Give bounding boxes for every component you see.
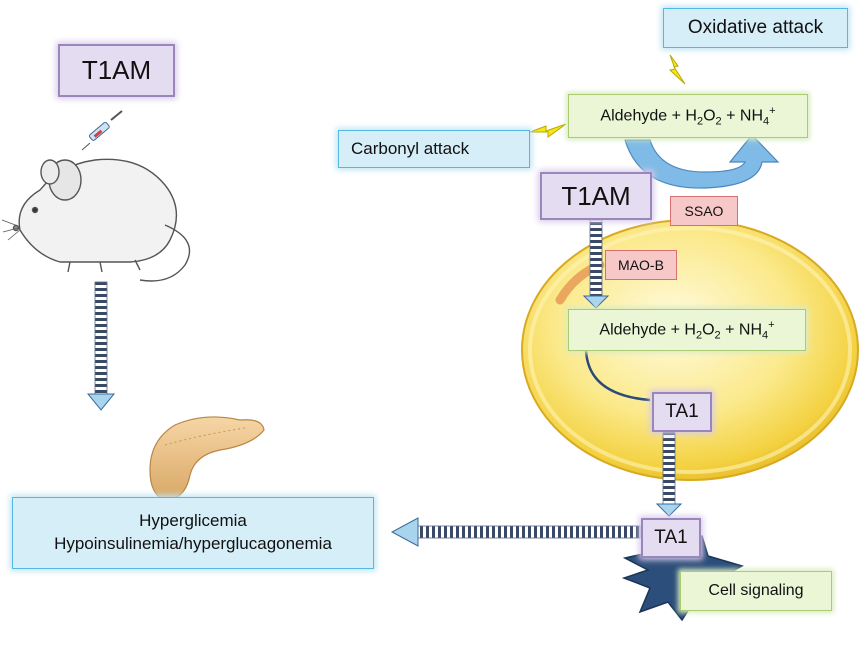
cell-signaling-box: Cell signaling xyxy=(680,571,832,611)
reaction-inner-nh-sup: + xyxy=(768,318,775,331)
ta1-outer-label: TA1 xyxy=(654,527,688,548)
reaction-top-plus1: + xyxy=(671,107,681,125)
reaction-inner-h: H xyxy=(684,321,696,339)
arrow-t1am-to-aldehyde xyxy=(582,219,610,309)
outcome-line2: Hypoinsulinemia/hyperglucagonemia xyxy=(54,534,332,553)
reaction-inner-plus2: + xyxy=(725,321,735,339)
reaction-top-aldehyde: Aldehyde xyxy=(600,107,668,125)
ta1-inner-label: TA1 xyxy=(665,401,699,422)
carbonyl-attack-box: Carbonyl attack xyxy=(338,130,530,168)
ta1-outer-box: TA1 xyxy=(641,518,701,558)
reaction-inner-text: Aldehyde + H2O2 + NH4+ xyxy=(599,319,774,342)
outcome-box: Hyperglicemia Hypoinsulinemia/hypergluca… xyxy=(12,497,374,569)
reaction-inner-plus1: + xyxy=(670,321,680,339)
t1am-right-label: T1AM xyxy=(561,180,631,211)
reaction-inner-aldehyde: Aldehyde xyxy=(599,321,667,339)
reaction-top-plus2: + xyxy=(726,107,736,125)
t1am-left-label: T1AM xyxy=(81,55,152,85)
t1am-left-box: T1AM xyxy=(58,44,175,97)
reaction-top-o: O xyxy=(703,107,716,125)
lightning-icon xyxy=(529,54,686,138)
reaction-top-h-sub: 2 xyxy=(696,115,704,128)
reaction-inner-nh-sub: 4 xyxy=(762,329,769,342)
oxidative-attack-label: Oxidative attack xyxy=(687,17,824,38)
connector-aldehyde-ta1 xyxy=(584,349,651,402)
arrow-mouse-to-pancreas xyxy=(86,281,116,411)
reaction-top-o-sub: 2 xyxy=(715,115,722,128)
reaction-inner-box: Aldehyde + H2O2 + NH4+ xyxy=(568,309,806,351)
ssao-curved-arrow xyxy=(624,134,780,189)
cell-signaling-label: Cell signaling xyxy=(708,582,804,599)
ssao-label: SSAO xyxy=(684,203,724,219)
reaction-inner-o: O xyxy=(702,321,715,339)
syringe-icon xyxy=(81,110,123,151)
pancreas-icon xyxy=(149,416,265,501)
t1am-right-box: T1AM xyxy=(540,172,652,220)
reaction-top-box: Aldehyde + H2O2 + NH4+ xyxy=(568,94,808,138)
mao-b-box: MAO-B xyxy=(605,250,677,280)
mao-b-label: MAO-B xyxy=(618,257,664,273)
reaction-top-text: Aldehyde + H2O2 + NH4+ xyxy=(600,105,775,128)
arrow-ta1-export xyxy=(655,431,683,517)
mouse-icon xyxy=(1,158,191,282)
reaction-top-nh-sub: 4 xyxy=(763,115,770,128)
arrow-ta1-to-outcome xyxy=(390,517,641,547)
ta1-inner-box: TA1 xyxy=(652,392,712,432)
ssao-box: SSAO xyxy=(670,196,738,226)
reaction-top-nh-sup: + xyxy=(769,104,776,117)
reaction-inner-nh: NH xyxy=(738,321,763,339)
oxidative-attack-box: Oxidative attack xyxy=(663,8,848,48)
carbonyl-attack-label: Carbonyl attack xyxy=(351,139,470,158)
reaction-inner-o-sub: 2 xyxy=(714,329,721,342)
reaction-inner-h-sub: 2 xyxy=(695,329,703,342)
reaction-top-h: H xyxy=(685,107,697,125)
reaction-top-nh: NH xyxy=(739,107,764,125)
outcome-line1: Hyperglicemia xyxy=(139,511,247,531)
